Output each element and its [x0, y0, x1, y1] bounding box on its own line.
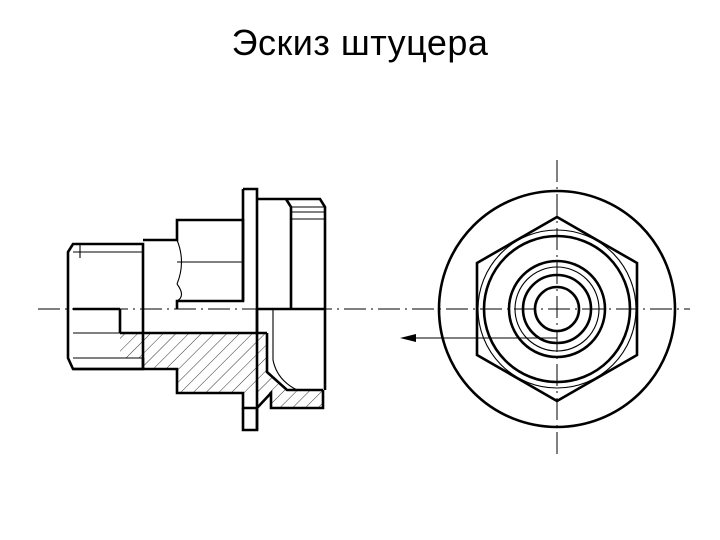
- section-outline: [73, 333, 325, 430]
- slide-title: Эскиз штуцера: [231, 22, 489, 63]
- ring-small: [521, 273, 593, 345]
- ring-large: [482, 234, 632, 384]
- section-hatching: [120, 333, 323, 408]
- projection-arrow: [400, 334, 557, 342]
- fitting-side-view: [66, 187, 327, 432]
- head-nut: [284, 197, 327, 390]
- ring-thread: [514, 266, 600, 352]
- center-lines: [38, 160, 690, 455]
- bore: [533, 285, 581, 333]
- hex-body: [143, 218, 245, 309]
- ring-middle: [507, 259, 607, 359]
- hex-inscribed-circle: [477, 229, 637, 389]
- fitting-end-view: [437, 189, 677, 429]
- hexagon: [475, 215, 639, 403]
- outer-circle: [437, 189, 677, 429]
